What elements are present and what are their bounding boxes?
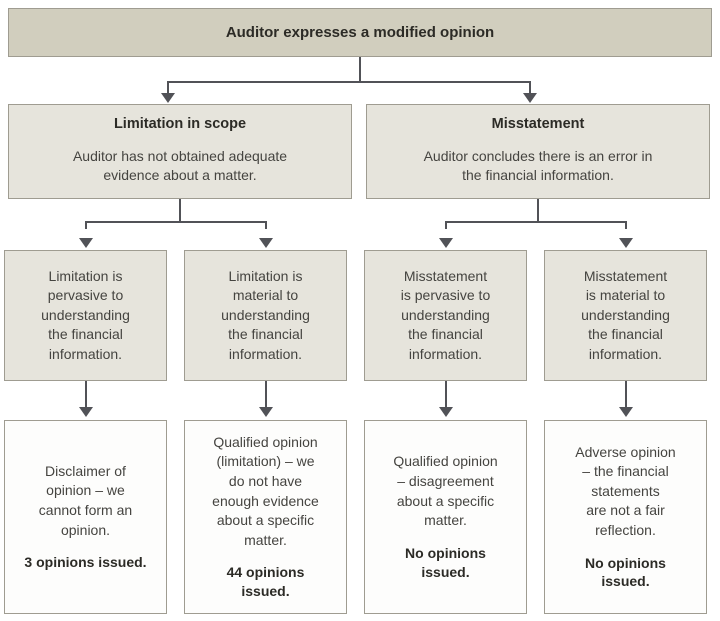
node-condition-limitation-pervasive: Limitation is pervasive to understanding… [4,250,167,381]
outcome-text: Adverse opinion – the financial statemen… [575,443,676,538]
connector-misstatement-crossbar [445,221,627,223]
arrow-down-icon [619,407,633,417]
connector-misstatement-left-drop [445,222,447,229]
connector-limitation-left-drop [85,222,87,229]
condition-text: Misstatement is material to understandin… [581,267,670,362]
outcome-count: No opinions issued. [585,554,666,590]
node-limitation-in-scope: Limitation in scope Auditor has not obta… [8,104,352,199]
node-outcome-qualified-opinion-disagreement: Qualified opinion – disagreement about a… [364,420,527,614]
arrow-down-icon [259,407,273,417]
node-condition-misstatement-material: Misstatement is material to understandin… [544,250,707,381]
outcome-count: No opinions issued. [405,544,486,580]
connector-outcome-stem [625,381,627,409]
condition-text: Misstatement is pervasive to understandi… [400,267,491,362]
node-outcome-disclaimer-of-opinion: Disclaimer of opinion – we cannot form a… [4,420,167,614]
condition-text: Limitation is pervasive to understanding… [41,267,130,362]
connector-root-stem [359,57,361,82]
arrow-down-icon [523,93,537,103]
connector-limitation-crossbar [85,221,267,223]
connector-root-left-drop [167,82,169,95]
connector-root-crossbar [167,81,531,83]
node-misstatement: Misstatement Auditor concludes there is … [366,104,710,199]
arrow-down-icon [259,238,273,248]
outcome-text: Disclaimer of opinion – we cannot form a… [38,462,133,538]
branch-description: Auditor concludes there is an error in t… [423,148,653,184]
arrow-down-icon [439,407,453,417]
connector-outcome-stem [85,381,87,409]
outcome-text: Qualified opinion (limitation) – we do n… [212,433,319,548]
condition-text: Limitation is material to understanding … [221,267,310,362]
connector-limitation-right-drop [265,222,267,229]
branch-title: Misstatement [491,116,585,132]
node-condition-limitation-material: Limitation is material to understanding … [184,250,347,381]
node-root-title: Auditor expresses a modified opinion [225,24,495,41]
arrow-down-icon [161,93,175,103]
connector-misstatement-right-drop [625,222,627,229]
connector-outcome-stem [445,381,447,409]
connector-outcome-stem [265,381,267,409]
node-root: Auditor expresses a modified opinion [8,8,712,57]
arrow-down-icon [439,238,453,248]
node-condition-misstatement-pervasive: Misstatement is pervasive to understandi… [364,250,527,381]
branch-title: Limitation in scope [113,116,247,132]
connector-misstatement-stem [537,199,539,222]
arrow-down-icon [79,407,93,417]
arrow-down-icon [619,238,633,248]
arrow-down-icon [79,238,93,248]
node-outcome-adverse-opinion: Adverse opinion – the financial statemen… [544,420,707,614]
outcome-count: 3 opinions issued. [24,554,147,571]
branch-description: Auditor has not obtained adequate eviden… [72,148,288,184]
node-outcome-qualified-opinion-limitation: Qualified opinion (limitation) – we do n… [184,420,347,614]
outcome-count: 44 opinions issued. [226,564,305,600]
connector-root-right-drop [529,82,531,95]
outcome-text: Qualified opinion – disagreement about a… [393,453,498,529]
connector-limitation-stem [179,199,181,222]
